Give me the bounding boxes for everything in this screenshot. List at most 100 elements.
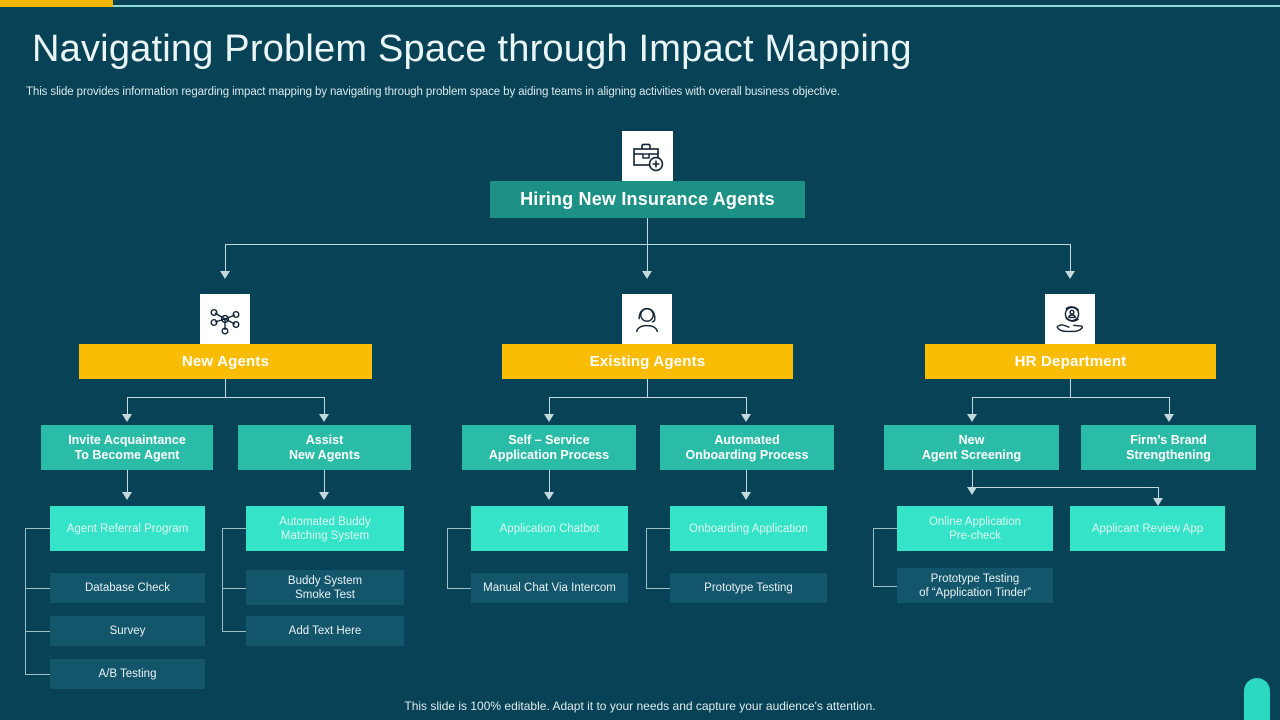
connector-branch-bus — [225, 244, 1071, 245]
leaf-1-1-0[interactable]: Onboarding Application — [670, 506, 827, 551]
leaf-1-0-1[interactable]: Manual Chat Via Intercom — [471, 573, 628, 603]
branch-2-icon-tile — [1045, 294, 1095, 344]
connector-c20-drop-right — [1158, 487, 1159, 500]
connector-c20-bus — [972, 487, 1158, 488]
arrow-b2-child-1 — [1164, 414, 1174, 422]
arrow-b0-child-0 — [122, 414, 132, 422]
connector-b2-drop-0 — [972, 397, 973, 416]
connector-b1-drop-1 — [746, 397, 747, 416]
leaf-0-0-1-line1: Database Check — [84, 582, 171, 594]
root-node-label: Hiring New Insurance Agents — [520, 189, 775, 209]
branch-node-1-label: Existing Agents — [589, 353, 706, 370]
leaf-1-1-1[interactable]: Prototype Testing — [670, 573, 827, 603]
child-node-1-1-line2: Onboarding Process — [685, 447, 809, 462]
child-node-0-0-line2: To Become Agent — [74, 447, 180, 462]
child-node-2-0[interactable]: New Agent Screening — [884, 425, 1059, 470]
leaf-0-1-1[interactable]: Buddy System Smoke Test — [246, 570, 404, 605]
leaf-1-1-1-line1: Prototype Testing — [704, 582, 793, 594]
child-node-1-0-line2: Application Process — [488, 447, 610, 462]
connector-root-stem — [647, 218, 648, 244]
connector-c11-stem — [746, 470, 747, 494]
leaf-0-0-3-line1: A/B Testing — [98, 668, 157, 680]
leaf-0-1-1-line1: Buddy System — [287, 574, 363, 587]
root-icon-tile — [622, 131, 673, 182]
top-accent-bar-yellow — [0, 0, 113, 7]
slide-footer-note: This slide is 100% editable. Adapt it to… — [404, 699, 876, 713]
leaf-0-1-1-line2: Smoke Test — [295, 588, 355, 601]
branch-1-icon-tile — [622, 294, 672, 344]
network-nodes-icon — [208, 303, 242, 335]
arrow-b0-child-1 — [319, 414, 329, 422]
child-node-0-1-line1: Assist — [305, 432, 344, 447]
connector-b2-stem — [1070, 379, 1071, 397]
child-node-1-1[interactable]: Automated Onboarding Process — [660, 425, 834, 470]
branch-0-icon-tile — [200, 294, 250, 344]
root-node[interactable]: Hiring New Insurance Agents — [490, 181, 805, 218]
child-node-2-1[interactable]: Firm’s Brand Strengthening — [1081, 425, 1256, 470]
leaf-1-1-0-line1: Onboarding Application — [689, 522, 808, 535]
child-node-0-0-line1: Invite Acquaintance — [68, 432, 186, 447]
leaf-0-0-2-line1: Survey — [109, 625, 146, 637]
leaf-2-0-1-line1: Prototype Testing — [930, 572, 1020, 585]
connector-b1-stem — [647, 379, 648, 397]
top-accent-line — [113, 5, 1280, 7]
leaf-2-1-0-line1: Applicant Review App — [1091, 522, 1204, 535]
arrow-branch-1 — [642, 271, 652, 279]
leaf-2-0-0-line1: Online Application — [928, 515, 1022, 528]
spine-1-1-stub-0 — [646, 528, 670, 529]
connector-c10-stem — [549, 470, 550, 494]
leaf-1-0-0[interactable]: Application Chatbot — [471, 506, 628, 551]
leaf-2-0-0-line2: Pre-check — [949, 529, 1001, 542]
spine-0-1 — [222, 528, 223, 631]
spine-0-1-stub-2 — [222, 631, 246, 632]
spine-2-0 — [873, 528, 874, 586]
child-node-2-1-line1: Firm’s Brand — [1130, 432, 1207, 447]
child-node-0-0[interactable]: Invite Acquaintance To Become Agent — [41, 425, 213, 470]
connector-b0-drop-1 — [324, 397, 325, 416]
leaf-0-1-2[interactable]: Add Text Here — [246, 616, 404, 646]
child-node-2-0-line1: New — [958, 432, 985, 447]
page-title: Navigating Problem Space through Impact … — [32, 28, 912, 70]
leaf-2-0-1-line2: of “Application Tinder” — [919, 586, 1031, 599]
branch-node-0[interactable]: New Agents — [79, 344, 372, 379]
arrow-b2-child-0 — [967, 414, 977, 422]
leaf-2-0-0[interactable]: Online Application Pre-check — [897, 506, 1053, 551]
arrow-c11-leaf — [741, 492, 751, 500]
leaf-2-1-0[interactable]: Applicant Review App — [1070, 506, 1225, 551]
leaf-0-1-0-line2: Matching System — [280, 529, 370, 542]
leaf-0-0-0[interactable]: Agent Referral Program — [50, 506, 205, 551]
spine-1-0-stub-0 — [447, 528, 471, 529]
leaf-0-0-3[interactable]: A/B Testing — [50, 659, 205, 689]
arrow-c20-leaf-right — [1153, 498, 1163, 506]
connector-b0-bus — [127, 397, 324, 398]
spine-0-0-stub-3 — [25, 674, 50, 675]
branch-node-0-label: New Agents — [181, 353, 270, 370]
child-node-2-1-line2: Strengthening — [1126, 447, 1211, 462]
connector-b1-drop-0 — [549, 397, 550, 416]
spine-1-0 — [447, 528, 448, 588]
branch-node-1[interactable]: Existing Agents — [502, 344, 793, 379]
hand-recruit-icon — [1053, 303, 1087, 335]
child-node-1-0-line1: Self – Service — [508, 432, 590, 447]
leaf-0-1-0-line1: Automated Buddy — [279, 515, 371, 528]
leaf-2-0-1[interactable]: Prototype Testing of “Application Tinder… — [897, 568, 1053, 603]
child-node-1-0[interactable]: Self – Service Application Process — [462, 425, 636, 470]
leaf-0-1-2-line1: Add Text Here — [288, 625, 362, 637]
spine-0-0 — [25, 528, 26, 674]
arrow-branch-0 — [220, 271, 230, 279]
connector-c01-stem — [324, 470, 325, 494]
arrow-c20-leaf-left — [967, 487, 977, 495]
headset-agent-icon — [630, 303, 664, 335]
leaf-0-1-0[interactable]: Automated Buddy Matching System — [246, 506, 404, 551]
leaf-0-0-1[interactable]: Database Check — [50, 573, 205, 603]
branch-node-2[interactable]: HR Department — [925, 344, 1216, 379]
arrow-branch-2 — [1065, 271, 1075, 279]
connector-b0-drop-0 — [127, 397, 128, 416]
spine-1-1 — [646, 528, 647, 588]
connector-b2-drop-1 — [1169, 397, 1170, 416]
branch-node-2-label: HR Department — [1014, 353, 1127, 370]
child-node-0-1[interactable]: Assist New Agents — [238, 425, 411, 470]
child-node-2-0-line2: Agent Screening — [921, 447, 1022, 462]
child-node-0-1-line2: New Agents — [288, 447, 361, 462]
leaf-0-0-2[interactable]: Survey — [50, 616, 205, 646]
